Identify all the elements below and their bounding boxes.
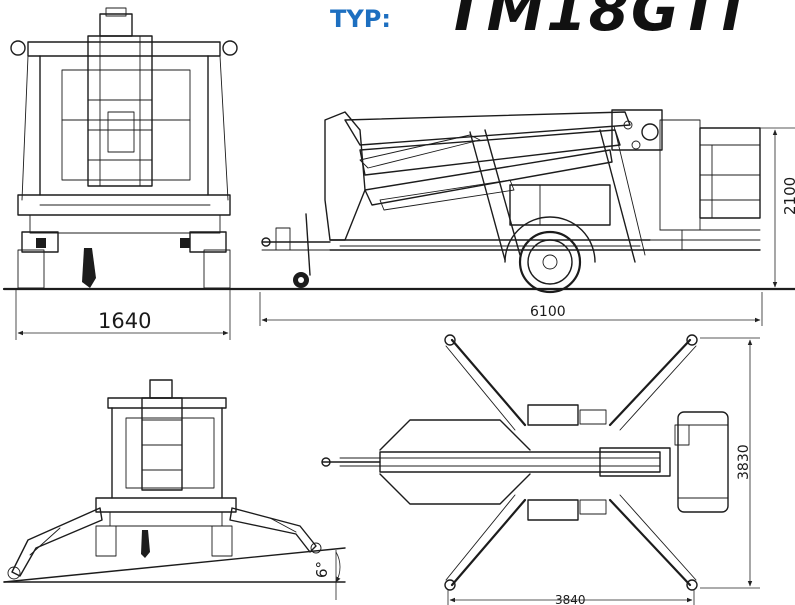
- dimension-outrigger-width-label: 3830: [736, 444, 752, 480]
- dimension-height: 2100: [760, 127, 795, 290]
- top-view-outriggers: [321, 334, 729, 591]
- title-block: TYP: TM18GTi: [330, 0, 743, 44]
- dimension-slope: 6°: [313, 550, 341, 600]
- dimension-height-label: 2100: [781, 177, 795, 215]
- dimension-width: 1640: [15, 290, 231, 340]
- dimension-length-label: 6100: [530, 304, 566, 320]
- dimension-length: 6100: [259, 292, 763, 326]
- front-view-slope: [7, 379, 322, 580]
- title-prefix: TYP:: [330, 5, 391, 33]
- side-view-stowed: [261, 109, 761, 294]
- title-model: TM18GTi: [445, 0, 743, 44]
- slope-line: [3, 547, 346, 583]
- dimension-width-label: 1640: [98, 309, 151, 333]
- dimension-outrigger-length-label: 3840: [555, 593, 586, 605]
- dimension-outrigger-width: 3830: [700, 337, 760, 589]
- front-view-stowed: [10, 7, 238, 289]
- dimension-outrigger-length: 3840: [447, 590, 695, 605]
- dimension-slope-label: 6°: [313, 561, 331, 578]
